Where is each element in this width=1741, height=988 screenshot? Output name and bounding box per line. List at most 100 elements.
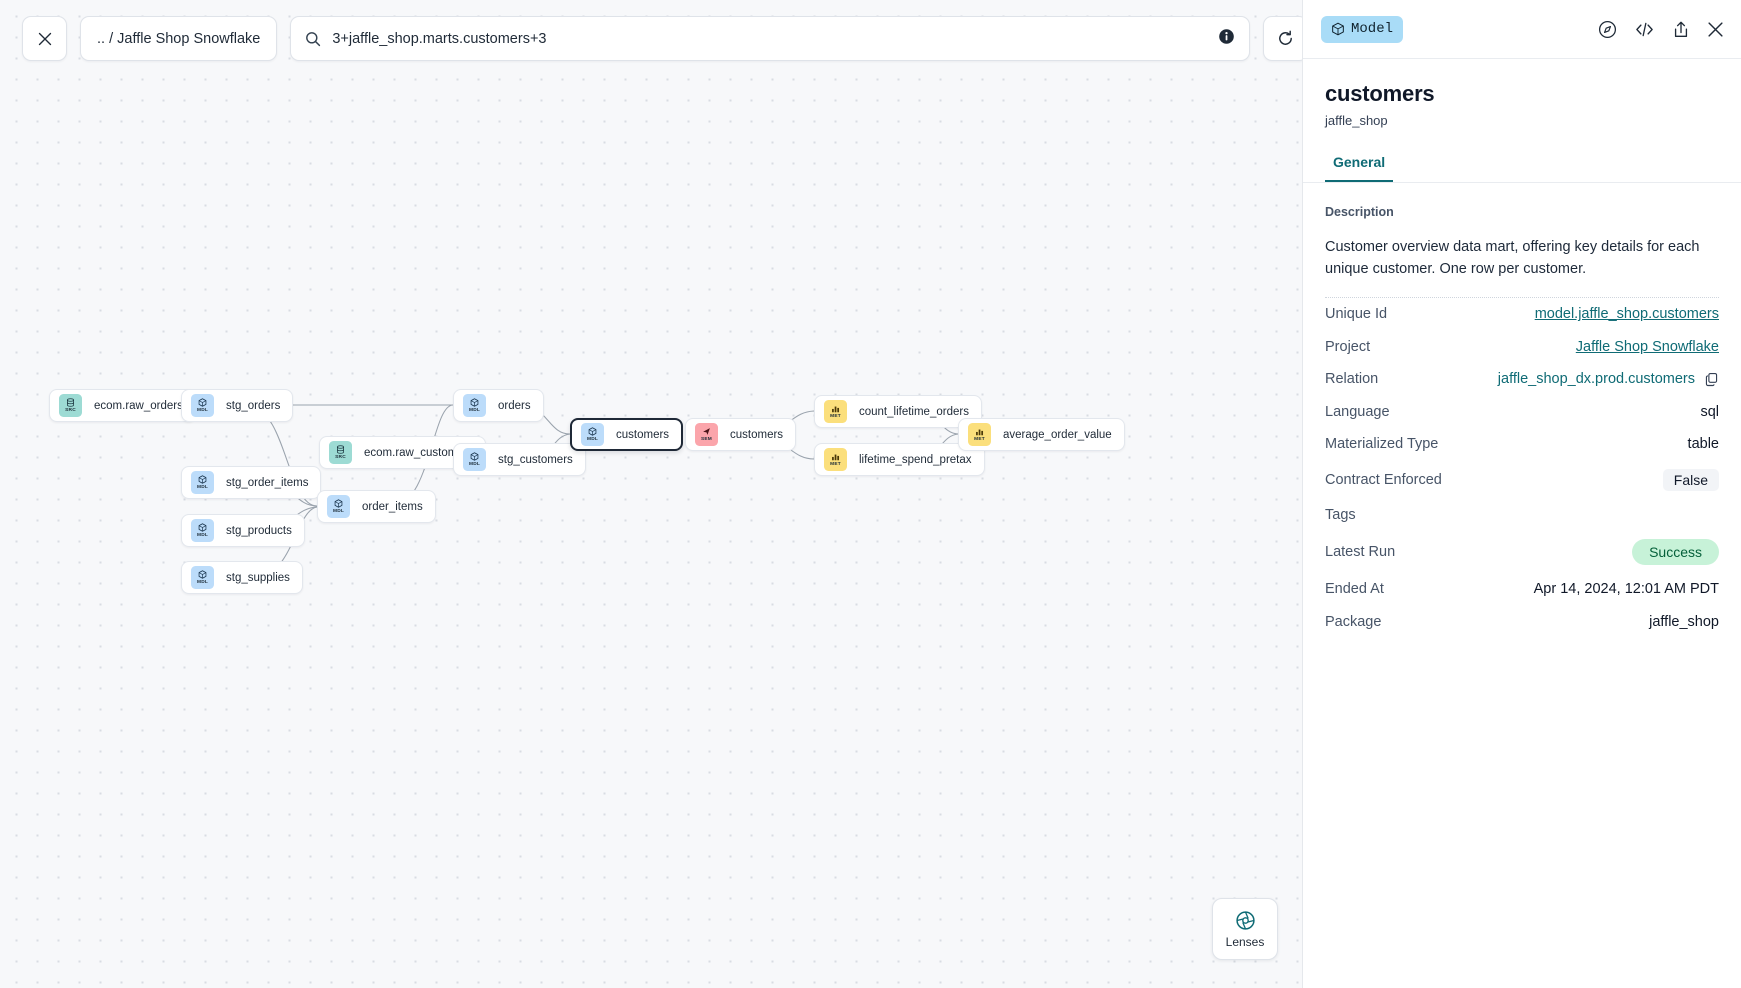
graph-node-orders[interactable]: MDL orders: [453, 389, 544, 422]
lens-icon: [1235, 910, 1255, 930]
cube-icon: [1332, 22, 1344, 36]
graph-node-label: orders: [498, 399, 531, 412]
mdl-badge-icon: MDL: [327, 495, 350, 518]
met-badge-icon: MET: [824, 448, 847, 471]
close-lineage-button[interactable]: [22, 16, 67, 61]
field-value[interactable]: model.jaffle_shop.customers: [1534, 306, 1719, 323]
field-label: Project: [1325, 338, 1371, 355]
mdl-badge-icon: MDL: [463, 448, 486, 471]
field-label: Unique Id: [1325, 306, 1388, 323]
field-row-tags: Tags: [1325, 499, 1719, 532]
section-divider: [1325, 297, 1719, 299]
graph-node-label: stg_supplies: [226, 571, 290, 584]
description-text: Customer overview data mart, offering ke…: [1325, 239, 1700, 278]
mdl-badge-icon: MDL: [191, 471, 214, 494]
mdl-badge-icon: MDL: [191, 519, 214, 542]
field-label: Relation: [1325, 371, 1379, 388]
node-type-chip[interactable]: Model: [1321, 15, 1404, 43]
field-row-ended-at: Ended At Apr 14, 2024, 12:01 AM PDT: [1325, 573, 1719, 606]
node-type-chip-label: Model: [1351, 21, 1394, 37]
field-label: Contract Enforced: [1325, 471, 1442, 488]
graph-node-order_items[interactable]: MDL order_items: [317, 490, 436, 523]
breadcrumb[interactable]: .. / Jaffle Shop Snowflake: [80, 16, 278, 61]
graph-node-average_order_value[interactable]: MET average_order_value: [958, 418, 1125, 451]
details-tabs: General: [1303, 154, 1741, 183]
graph-node-label: lifetime_spend_pretax: [859, 453, 972, 466]
close-icon[interactable]: [1707, 21, 1724, 38]
mdl-badge-icon: MDL: [463, 394, 486, 417]
field-value: False: [1662, 468, 1719, 491]
contract-enforced-badge: False: [1662, 468, 1719, 491]
details-panel-actions: [1598, 20, 1724, 39]
refresh-lineage-button[interactable]: [1263, 16, 1302, 61]
info-icon[interactable]: [1218, 28, 1235, 50]
share-icon[interactable]: [1672, 20, 1690, 39]
field-value: table: [1687, 436, 1719, 453]
lenses-label: Lenses: [1225, 934, 1265, 949]
graph-node-label: stg_products: [226, 524, 292, 537]
canvas-toolbar: .. / Jaffle Shop Snowflake: [22, 16, 1302, 61]
graph-node-stg_customers[interactable]: MDL stg_customers: [453, 443, 586, 476]
field-value: Success: [1632, 539, 1719, 566]
field-value[interactable]: jaffle_shop_dx.prod.customers: [1498, 371, 1719, 387]
field-value-text[interactable]: jaffle_shop_dx.prod.customers: [1497, 371, 1695, 388]
page-subtitle: jaffle_shop: [1325, 113, 1388, 128]
graph-node-stg_orders[interactable]: MDL stg_orders: [181, 389, 294, 422]
met-badge-icon: MET: [968, 423, 991, 446]
search-icon: [306, 31, 321, 46]
code-icon[interactable]: [1634, 20, 1655, 39]
graph-node-label: stg_customers: [498, 453, 573, 466]
copy-icon[interactable]: [1704, 372, 1719, 387]
graph-node-stg_supplies[interactable]: MDL stg_supplies: [181, 561, 303, 594]
tab-general[interactable]: General: [1325, 154, 1394, 182]
compass-icon[interactable]: [1598, 20, 1617, 39]
field-label: Ended At: [1325, 581, 1384, 598]
field-row-contract-enforced: Contract Enforced False: [1325, 461, 1719, 499]
graph-node-label: stg_order_items: [226, 476, 309, 489]
graph-node-label: customers: [616, 428, 670, 441]
close-icon: [38, 32, 51, 45]
lineage-canvas[interactable]: .. / Jaffle Shop Snowflake: [0, 0, 1302, 988]
field-value: Apr 14, 2024, 12:01 AM PDT: [1533, 581, 1719, 598]
field-label: Materialized Type: [1325, 436, 1439, 453]
field-label: Language: [1325, 403, 1390, 420]
mdl-badge-icon: MDL: [191, 394, 214, 417]
graph-node-label: customers: [730, 428, 784, 441]
field-label: Package: [1325, 613, 1382, 630]
field-row-latest-run: Latest Run Success: [1325, 531, 1719, 573]
details-panel: Model: [1302, 0, 1741, 988]
graph-node-label: stg_orders: [226, 399, 281, 412]
graph-node-label: ecom.raw_orders: [94, 399, 183, 412]
graph-node-label: count_lifetime_orders: [859, 405, 969, 418]
lineage-search-input[interactable]: [332, 30, 1211, 47]
field-value: jaffle_shop: [1649, 613, 1719, 630]
graph-node-stg_products[interactable]: MDL stg_products: [181, 514, 305, 547]
field-row-language: Language sql: [1325, 396, 1719, 429]
lineage-search-box[interactable]: [290, 16, 1251, 61]
field-value[interactable]: Jaffle Shop Snowflake: [1575, 338, 1719, 355]
field-row-materialized-type: Materialized Type table: [1325, 428, 1719, 461]
field-label: Latest Run: [1325, 544, 1396, 561]
description-label: Description: [1325, 205, 1394, 219]
mdl-badge-icon: MDL: [581, 423, 604, 446]
graph-node-label: order_items: [362, 500, 423, 513]
details-body: Description Customer overview data mart,…: [1303, 183, 1741, 638]
status-badge: Success: [1632, 539, 1719, 566]
mdl-badge-icon: MDL: [191, 566, 214, 589]
field-row-unique-id: Unique Id model.jaffle_shop.customers: [1325, 298, 1719, 331]
field-value: sql: [1700, 403, 1719, 420]
refresh-icon: [1279, 30, 1293, 45]
graph-node-customers_model[interactable]: MDL customers: [570, 418, 684, 451]
lenses-button[interactable]: Lenses: [1212, 898, 1278, 960]
details-panel-title-block: customers jaffle_shop: [1303, 59, 1741, 128]
graph-node-label: average_order_value: [1003, 428, 1112, 441]
graph-node-stg_order_items[interactable]: MDL stg_order_items: [181, 466, 322, 499]
details-panel-header: Model: [1303, 0, 1741, 59]
field-row-relation: Relation jaffle_shop_dx.prod.customers: [1325, 363, 1719, 396]
field-row-package: Package jaffle_shop: [1325, 606, 1719, 639]
